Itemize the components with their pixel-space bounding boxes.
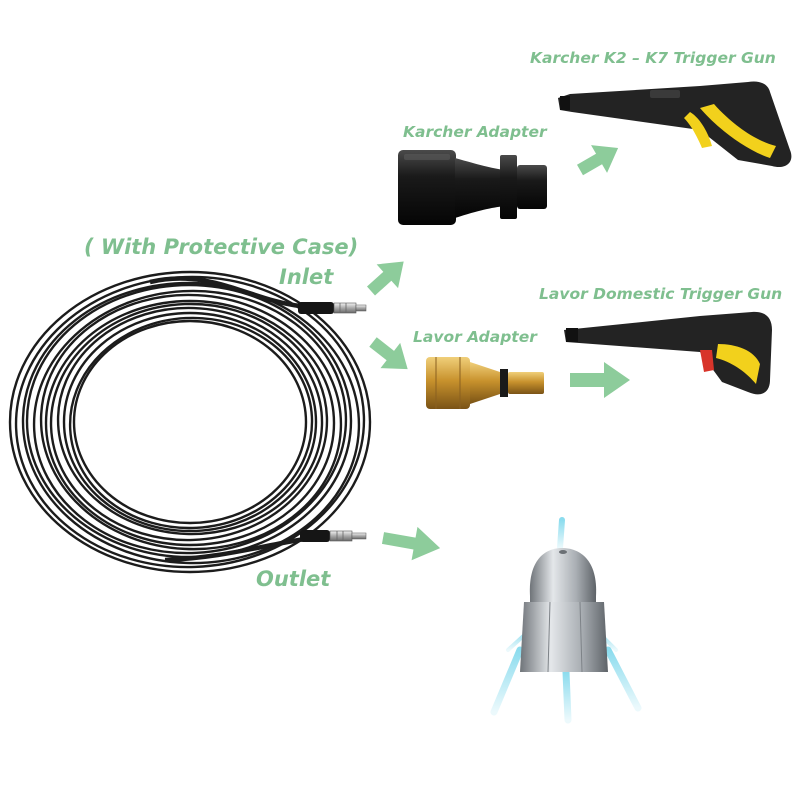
karcher-adapter-icon (398, 150, 547, 225)
protective-case-label: ( With Protective Case) (84, 235, 359, 259)
karcher-trigger-gun-icon (558, 81, 792, 168)
hose-coil-icon (8, 270, 372, 574)
arrow-icon (381, 526, 441, 561)
lavor-adapter-icon (426, 357, 544, 409)
arrow-icon (570, 362, 630, 398)
hose-outlet-fitting (300, 530, 367, 542)
arrow-icon (366, 261, 404, 296)
lavor-trigger-gun-label: Lavor Domestic Trigger Gun (539, 285, 783, 303)
karcher-adapter-label: Karcher Adapter (403, 123, 547, 141)
arrow-icon (577, 145, 619, 176)
outlet-label: Outlet (256, 567, 331, 591)
inlet-label: Inlet (279, 265, 334, 289)
sewer-nozzle-icon (490, 517, 642, 724)
arrow-icon (369, 337, 408, 370)
hose-inlet-fitting (298, 302, 367, 314)
lavor-adapter-label: Lavor Adapter (413, 328, 537, 346)
lavor-trigger-gun-icon (564, 311, 772, 395)
karcher-trigger-gun-label: Karcher K2 – K7 Trigger Gun (530, 49, 776, 67)
